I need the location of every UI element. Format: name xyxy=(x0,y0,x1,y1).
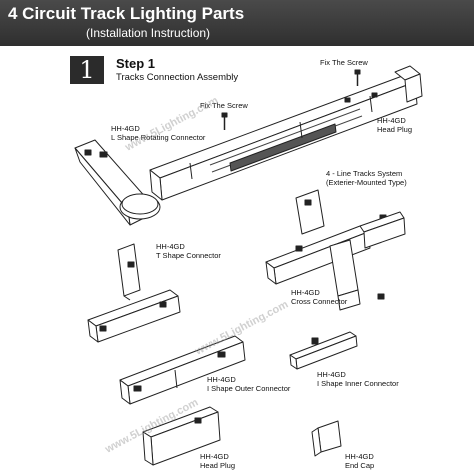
label-model: HH-4GD xyxy=(207,375,236,384)
head-plug-bottom-drawing xyxy=(142,406,221,466)
label-name: T Shape Connector xyxy=(156,251,221,260)
screw-top-drawing xyxy=(354,69,361,86)
label-name: I Shape Inner Connector xyxy=(317,379,399,388)
label-fix-screw-top: Fix The Screw xyxy=(320,58,368,67)
label-name: Head Plug xyxy=(200,461,236,470)
step-title: Step 1 xyxy=(116,56,156,71)
label-name: Head Plug xyxy=(377,125,413,134)
i-outer-connector-drawing xyxy=(119,335,246,405)
label-head-plug-bottom: HH-4GD Head Plug xyxy=(200,452,235,470)
page-subtitle: (Installation Instruction) xyxy=(86,26,211,40)
label-t-connector: HH-4GD T Shape Connector xyxy=(156,242,221,260)
label-model: HH-4GD xyxy=(111,124,140,133)
i-inner-connector-drawing xyxy=(289,331,358,370)
t-connector-drawing xyxy=(87,243,181,343)
label-name: L Shape Rotating Connector xyxy=(111,133,206,142)
label-line1: 4 - Line Tracks System xyxy=(326,169,403,178)
label-name: I Shape Outer Connector xyxy=(207,384,291,393)
screw-mid-drawing xyxy=(221,112,228,130)
cross-connector-drawing xyxy=(265,189,406,311)
label-model: HH-4GD xyxy=(291,288,320,297)
label-text: Fix The Screw xyxy=(200,101,248,110)
label-line2: (Exterier-Mounted Type) xyxy=(326,178,407,187)
label-system: 4 - Line Tracks System (Exterier-Mounted… xyxy=(326,169,407,187)
header-bar: 4 Circuit Track Lighting Parts (Installa… xyxy=(0,0,474,46)
label-head-plug-top: HH-4GD Head Plug xyxy=(377,116,412,134)
label-model: HH-4GD xyxy=(377,116,406,125)
label-i-outer: HH-4GD I Shape Outer Connector xyxy=(207,375,290,393)
page-title: 4 Circuit Track Lighting Parts xyxy=(8,4,245,23)
l-connector-drawing xyxy=(74,139,161,226)
label-i-inner: HH-4GD I Shape Inner Connector xyxy=(317,370,399,388)
label-fix-screw-mid: Fix The Screw xyxy=(200,101,248,110)
label-name: End Cap xyxy=(345,461,375,470)
step-description: Tracks Connection Assembly xyxy=(116,72,239,83)
label-model: HH-4GD xyxy=(317,370,346,379)
label-text: Fix The Screw xyxy=(320,58,368,67)
end-cap-drawing xyxy=(311,420,342,457)
label-model: HH-4GD xyxy=(156,242,185,251)
head-plug-top-drawing xyxy=(394,65,423,103)
label-model: HH-4GD xyxy=(200,452,229,461)
label-cross-connector: HH-4GD Cross Connector xyxy=(291,288,347,306)
main-track-drawing xyxy=(149,74,418,201)
label-model: HH-4GD xyxy=(345,452,374,461)
label-l-connector: HH-4GD L Shape Rotating Connector xyxy=(111,124,205,142)
step-number-badge: 1 xyxy=(70,56,104,84)
label-name: Cross Connector xyxy=(291,297,348,306)
label-end-cap: HH-4GD End Cap xyxy=(345,452,374,470)
